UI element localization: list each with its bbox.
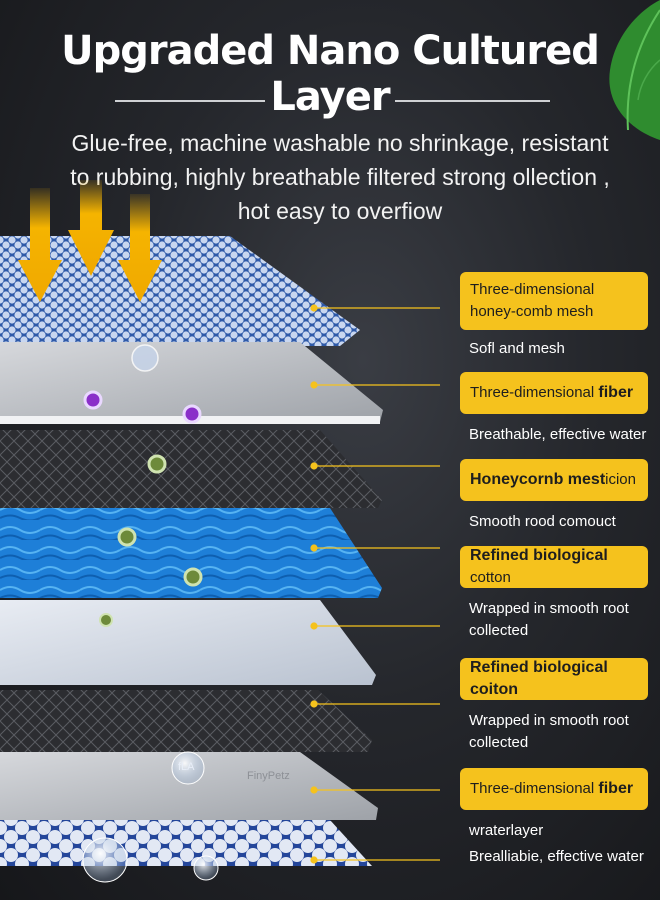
desc-biological-cotton-2: Wrapped in smooth root collected xyxy=(469,712,629,751)
leaf-icon xyxy=(609,0,660,140)
label-fiber-2: Three-dimensional fiber xyxy=(460,768,648,810)
molecule-icon xyxy=(83,344,203,627)
layer-fiber-2 xyxy=(0,752,378,820)
layer-white-cotton xyxy=(0,600,376,685)
page-title: Upgraded Nano Cultured Layer xyxy=(61,28,600,120)
bubble-icon xyxy=(82,751,219,883)
layer-biological-cotton xyxy=(0,508,382,598)
label-honeycomb-mesh: Three-dimensional honey-comb mesh xyxy=(460,272,648,330)
layer-dark-mesh xyxy=(0,430,382,508)
desc-biological-cotton: Wrapped in smooth root collected xyxy=(469,600,629,639)
label-biological-cotton: Refined biological cotton xyxy=(460,546,648,588)
desc-fiber-2: Brealliabie, effective water xyxy=(469,848,644,865)
layer-dark-mesh-2 xyxy=(0,690,372,752)
label-honeycomb-mesh-2: Honeycornb mesticion xyxy=(460,459,648,501)
layers-illustration xyxy=(0,236,440,883)
desc-water-layer: wraterlayer xyxy=(469,822,544,839)
bubble-label: fLA xyxy=(178,761,195,773)
title-divider-left xyxy=(115,100,265,102)
label-biological-cotton-2: Refined biological coiton xyxy=(460,658,648,700)
subtitle: Glue-free, machine washable no shrinkage… xyxy=(70,130,610,224)
arrow-down-icon xyxy=(18,180,162,302)
desc-honeycomb-mesh-2: Smooth rood comouct xyxy=(469,513,616,530)
watermark: FinyPetz xyxy=(247,770,290,782)
label-fiber: Three-dimensional fiber xyxy=(460,372,648,414)
title-divider-right xyxy=(395,100,550,102)
desc-honeycomb-mesh: Sofl and mesh xyxy=(469,340,565,357)
desc-fiber: Breathable, effective water xyxy=(469,426,647,443)
